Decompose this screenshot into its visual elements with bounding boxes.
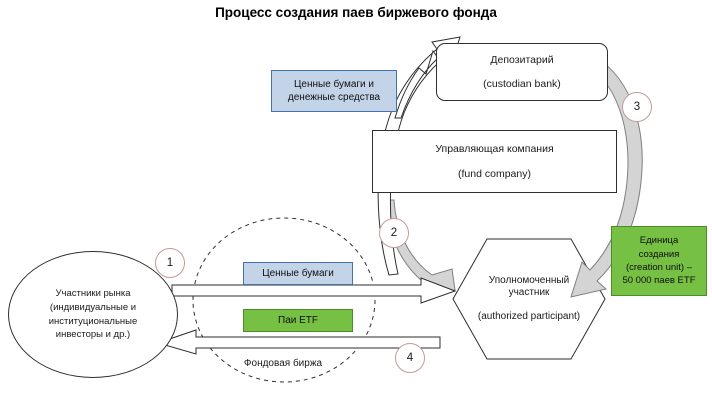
creation-unit-node: Единица создания (creation unit) – 50 00… [611,226,707,296]
stock-exchange-label: Фондовая биржа [223,355,343,371]
authorized-participant-line3: (authorized participant) [477,311,581,322]
stock-exchange-label-text: Фондовая биржа [243,357,323,369]
step-marker-4-text: 4 [406,352,414,364]
securities-flow-arrow [171,277,457,304]
step-marker-1: 1 [155,248,185,278]
page-title: Процесс создания паев биржевого фонда [215,5,497,20]
market-participants-line1: Участники рынка [55,287,131,299]
depositary-subtitle: (custodian bank) [483,78,561,90]
etf-units-label: Паи ETF [243,309,353,332]
securities-and-cash-line2: денежные средства [287,92,381,103]
step-marker-2: 2 [379,218,409,248]
fund-company-node: Управляющая компания (fund company) [372,130,617,193]
step-marker-3: 3 [622,92,652,122]
market-participants-node: Участники рынка (индивидуальные и инстит… [8,251,178,378]
white-arrow-notch [394,49,439,119]
step-marker-1-text: 1 [166,257,174,269]
market-participants-line2: (индивидуальные и [49,301,137,313]
authorized-participant-hexagon [452,238,606,360]
step-marker-2-text: 2 [390,227,398,239]
creation-unit-line4: 50 000 паев ETF [622,275,696,287]
securities-and-cash-line1: Ценные бумаги и [294,79,374,90]
authorized-participant-line2: участник [508,287,550,298]
securities-and-cash-label: Ценные бумаги и денежные средства [271,70,397,112]
fund-company-title: Управляющая компания [435,142,554,155]
authorized-participant-node: Уполномоченный участник (authorized part… [453,239,605,359]
step-marker-3-text: 3 [633,101,641,113]
authorized-participant-line1: Уполномоченный [488,275,570,286]
securities-label: Ценные бумаги [243,262,353,285]
creation-unit-line3: (creation unit) – [625,262,692,273]
depositary-node: Депозитарий (custodian bank) [436,43,608,101]
market-participants-line3: институциональные [48,315,138,327]
step-marker-4: 4 [395,343,425,373]
creation-unit-line1: Единица [639,235,679,247]
stock-exchange-boundary [192,217,376,383]
creation-unit-line2: создания [638,248,680,260]
depositary-title: Депозитарий [490,53,554,66]
fund-company-subtitle: (fund company) [458,168,531,180]
etf-units-label-text: Паи ETF [278,314,318,326]
securities-label-text: Ценные бумаги [262,268,334,279]
market-participants-line4: инвесторы и др.) [55,329,131,341]
